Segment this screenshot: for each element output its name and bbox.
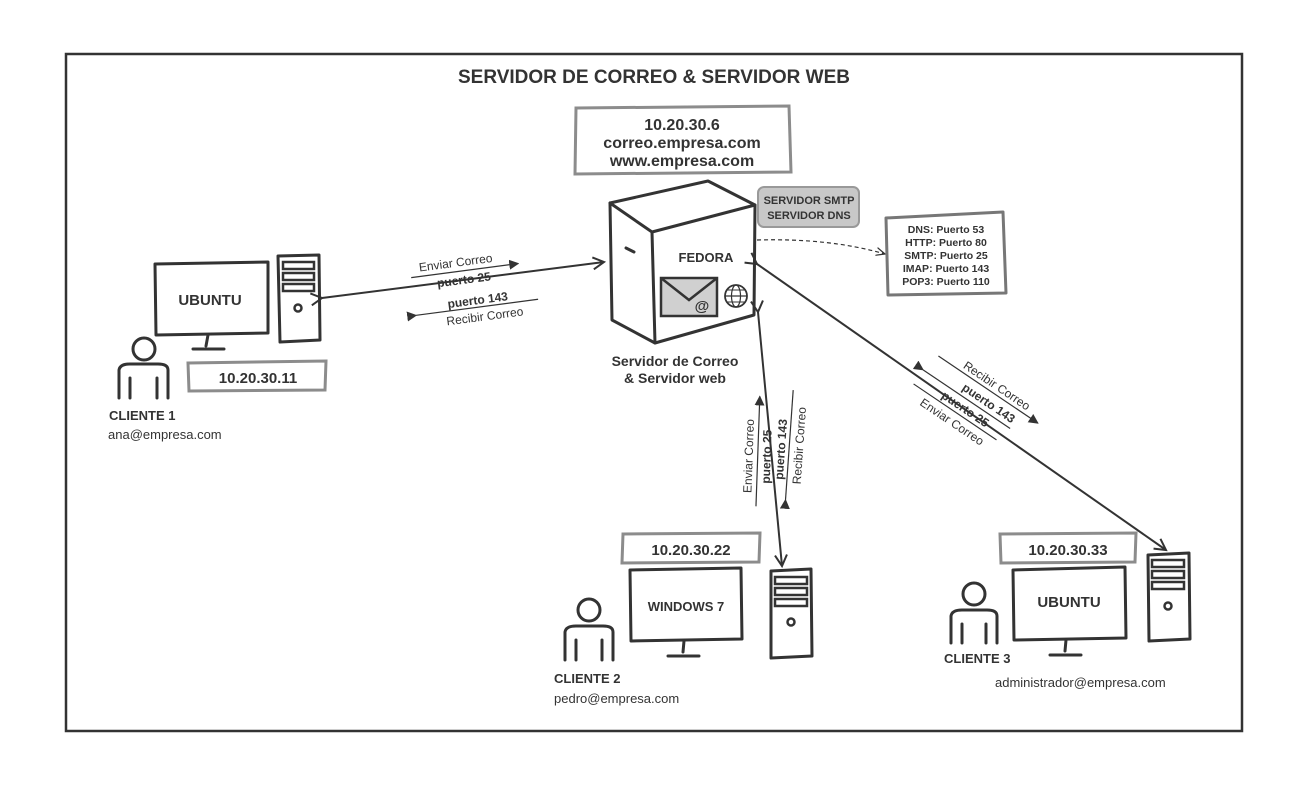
client2-monitor: WINDOWS 7 (628, 566, 744, 658)
client2-send-label: Enviar Correo (740, 418, 757, 493)
port-http: HTTP: Puerto 80 (905, 237, 987, 249)
port-smtp: SMTP: Puerto 25 (904, 250, 988, 262)
diagram-frame (64, 52, 1244, 733)
svg-text:@: @ (695, 298, 710, 315)
client3-email: administrador@empresa.com (995, 675, 1166, 690)
port-imap: IMAP: Puerto 143 (903, 263, 990, 275)
badge-dns: SERVIDOR DNS (767, 210, 851, 222)
server-info-box: 10.20.30.6 correo.empresa.com www.empres… (573, 104, 793, 176)
client1-ip: 10.20.30.11 (219, 370, 297, 387)
link-client3-server (757, 264, 1166, 550)
client1-user-icon (117, 336, 170, 400)
client2-ip-box: 10.20.30.22 (620, 531, 762, 565)
client3-label: CLIENTE 3 (944, 651, 1010, 666)
envelope-icon: @ (659, 276, 719, 318)
badge-smtp: SERVIDOR SMTP (764, 195, 855, 207)
client1-email: ana@empresa.com (108, 427, 222, 442)
server-os-label: FEDORA (679, 250, 735, 265)
client2-label: CLIENTE 2 (554, 671, 620, 686)
port-pop3: POP3: Puerto 110 (902, 276, 990, 288)
diagram-title: SERVIDOR DE CORREO & SERVIDOR WEB (458, 67, 850, 88)
client1-tower-icon (276, 253, 322, 344)
link-client1-server (322, 262, 604, 298)
server-ip: 10.20.30.6 (644, 117, 720, 134)
server-box-icon: FEDORA (608, 179, 757, 345)
client3-user-icon (949, 581, 999, 645)
client2-receive-label: Recibir Correo (790, 406, 809, 484)
dashed-connector (756, 239, 885, 254)
server-web-host: www.empresa.com (609, 153, 754, 170)
client3-os: UBUNTU (1037, 594, 1100, 611)
client2-ip: 10.20.30.22 (651, 542, 730, 559)
client1-monitor: UBUNTU (153, 260, 270, 351)
server-caption-line2: & Servidor web (624, 370, 726, 386)
client2-tower-icon (769, 567, 814, 660)
client1-labels: Enviar Correo puerto 25 puerto 143 Recib… (406, 251, 539, 328)
client1-port25: puerto 25 (436, 269, 492, 290)
port-dns: DNS: Puerto 53 (908, 224, 985, 236)
client1-os: UBUNTU (178, 292, 241, 309)
ports-box: DNS: Puerto 53 HTTP: Puerto 80 SMTP: Pue… (884, 210, 1008, 297)
client3-monitor: UBUNTU (1011, 565, 1128, 657)
client3-ip-box: 10.20.30.33 (998, 531, 1138, 565)
client3-ip: 10.20.30.33 (1028, 542, 1107, 559)
client2-os: WINDOWS 7 (648, 599, 725, 614)
server-caption-line1: Servidor de Correo (612, 353, 739, 369)
server-mail-host: correo.empresa.com (603, 135, 760, 152)
client2-email: pedro@empresa.com (554, 691, 679, 706)
server-role-badge: SERVIDOR SMTP SERVIDOR DNS (757, 186, 860, 228)
client3-tower-icon (1146, 551, 1192, 643)
client1-label: CLIENTE 1 (109, 408, 175, 423)
client3-labels: Recibir Correo puerto 143 puerto 25 Envi… (912, 355, 1039, 449)
globe-icon (724, 284, 748, 308)
client2-user-icon (563, 597, 615, 662)
client1-ip-box: 10.20.30.11 (186, 359, 328, 393)
